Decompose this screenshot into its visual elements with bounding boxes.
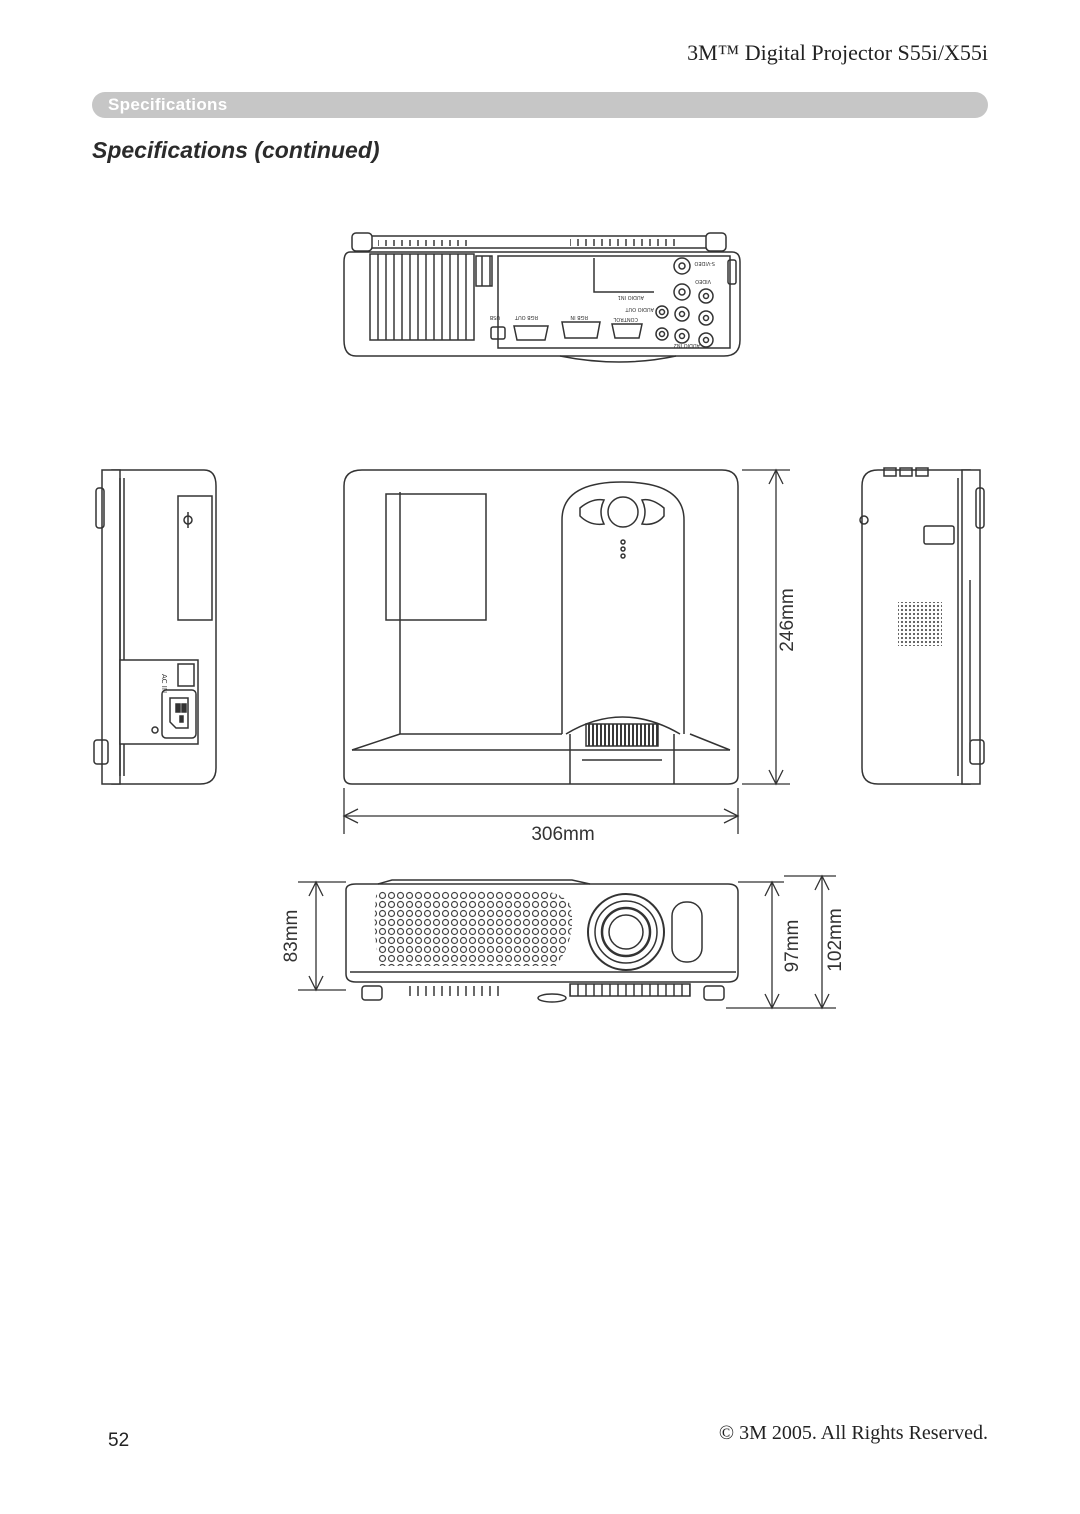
- document-header-title: 3M™ Digital Projector S55i/X55i: [687, 40, 988, 65]
- dimension-width-label: 306mm: [531, 824, 594, 845]
- label-video: VIDEO: [695, 278, 711, 284]
- rear-view-drawing: [343, 232, 741, 363]
- label-audio-out: AUDIO OUT: [624, 306, 654, 312]
- label-s-video: S-VIDEO: [694, 260, 715, 266]
- label-audio-in-2: AUDIO IN2: [674, 342, 700, 348]
- left-side-view-drawing: [93, 469, 217, 785]
- label-audio-in-1: AUDIO IN1: [618, 294, 644, 300]
- front-view-drawing: [345, 879, 739, 1003]
- dimension-height-with-feet-label: 97mm: [782, 920, 803, 973]
- label-ac-in: AC IN: [160, 674, 168, 693]
- section-heading: Specifications (continued): [92, 137, 380, 163]
- section-bar-label: Specifications: [108, 95, 228, 114]
- label-usb: USB: [489, 314, 500, 320]
- label-rgb-in: RGB IN: [570, 314, 588, 320]
- section-bar: Specifications: [92, 92, 988, 118]
- copyright-notice: © 3M 2005. All Rights Reserved.: [718, 1422, 988, 1444]
- label-control: CONTROL: [613, 316, 638, 322]
- dimension-depth-label: 246mm: [777, 588, 798, 651]
- dimension-labels: 246mm 306mm 83mm 97mm 102mm: [281, 588, 846, 972]
- right-side-view-drawing: [859, 467, 985, 785]
- page-number: 52: [108, 1430, 130, 1451]
- rear-panel-labels: S-VIDEO VIDEO AUDIO IN1 AUDIO OUT CONTRO…: [489, 260, 715, 348]
- dimension-height-max-label: 102mm: [825, 908, 846, 971]
- top-view-drawing: [343, 469, 739, 785]
- dimension-height-body-label: 83mm: [281, 910, 302, 963]
- dimension-lines: [298, 468, 836, 1010]
- label-rgb-out: RGB OUT: [514, 314, 538, 320]
